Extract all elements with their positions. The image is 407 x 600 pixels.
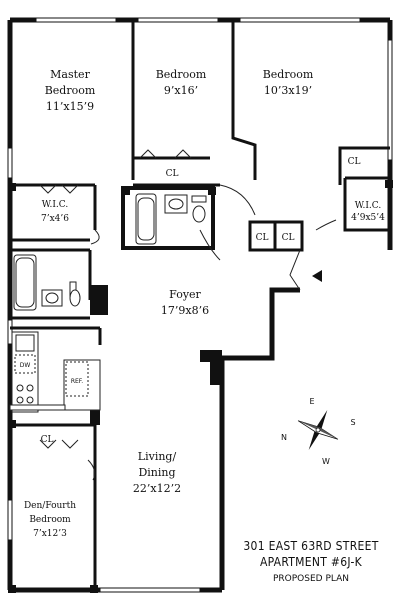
compass-icon: N S E W: [281, 397, 356, 466]
refrigerator-label: REF.: [71, 378, 83, 385]
compass-s: S: [350, 418, 355, 427]
kitchen-fixtures: [9, 331, 101, 413]
closet-label: CL: [282, 233, 295, 243]
master-bedroom-dims: 11’x15’9: [46, 100, 94, 113]
bedroom3-label: Bedroom: [263, 68, 314, 81]
den-dims: 7’x12’3: [33, 529, 67, 539]
foyer-label: Foyer: [169, 288, 201, 301]
closet-label: CL: [256, 233, 269, 243]
bath-fixtures: [13, 193, 207, 311]
wic-left-label: W.I.C.: [42, 200, 69, 210]
compass-w: W: [322, 457, 330, 466]
apartment-line: APARTMENT #6J-K: [260, 555, 363, 569]
compass-e: E: [309, 397, 314, 406]
wic-right-label: W.I.C.: [355, 201, 382, 211]
entry-arrow: [312, 270, 322, 282]
wic-right-dims: 4’9x5’4: [351, 213, 385, 223]
bedroom2-label: Bedroom: [156, 68, 207, 81]
living-label-2: Dining: [138, 466, 175, 479]
address-line: 301 EAST 63RD STREET: [243, 539, 378, 553]
bedroom3-dims: 10’3x19’: [264, 84, 312, 97]
foyer-dims: 17’9x8’6: [161, 304, 209, 317]
wic-left-dims: 7’x4’6: [41, 214, 69, 224]
appliance-labels: DW REF.: [20, 362, 84, 385]
bedroom2-dims: 9’x16’: [164, 84, 198, 97]
doors: [39, 149, 337, 481]
closet-label: CL: [166, 169, 179, 179]
plan-type-line: PROPOSED PLAN: [273, 574, 349, 584]
closet-label: CL: [41, 435, 54, 445]
den-label-1: Den/Fourth: [24, 501, 76, 511]
interior-walls: [10, 20, 390, 590]
compass-n: N: [281, 433, 287, 442]
master-bedroom-label-2: Bedroom: [45, 84, 96, 97]
master-bedroom-label-1: Master: [50, 68, 90, 81]
title-block: 301 EAST 63RD STREET APARTMENT #6J-K PRO…: [243, 539, 378, 584]
living-dims: 22’x12’2: [133, 482, 181, 495]
dishwasher-label: DW: [20, 362, 31, 369]
room-labels: Master Bedroom 11’x15’9 Bedroom 9’x16’ B…: [24, 68, 385, 539]
closet-label: CL: [348, 157, 361, 167]
den-label-2: Bedroom: [29, 515, 71, 525]
living-label-1: Living/: [138, 450, 177, 463]
closet-labels: CL CL CL CL CL: [41, 157, 361, 445]
structural-columns: [8, 180, 393, 593]
